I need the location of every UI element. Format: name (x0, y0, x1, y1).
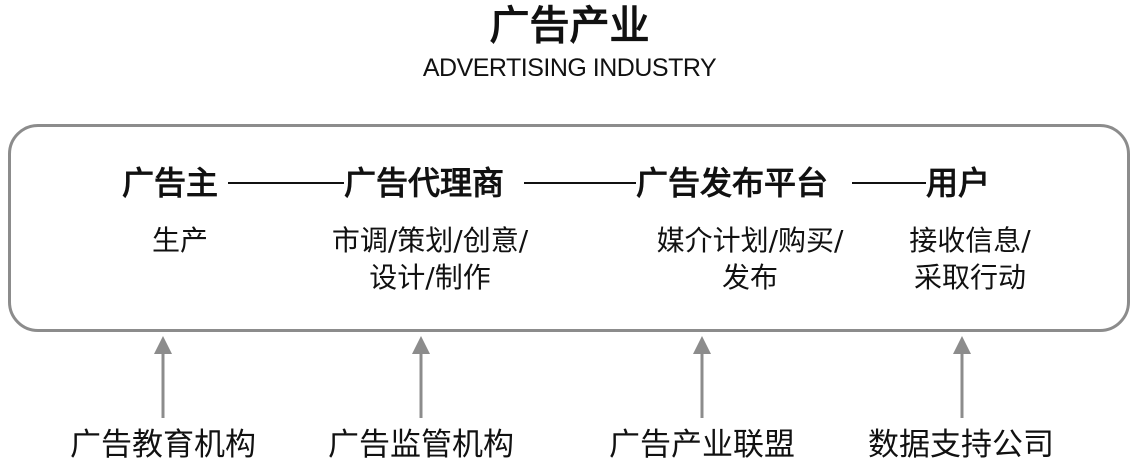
arrow-up-icon (953, 336, 971, 418)
role-user-line2: 采取行动 (913, 261, 1026, 294)
arrow-up-icon (154, 336, 172, 418)
diagram-subtitle: ADVERTISING INDUSTRY (422, 54, 717, 82)
role-platform-line2: 发布 (721, 261, 778, 294)
role-agency-line1: 市调/策划/创意/ (331, 224, 529, 257)
stage-advertiser: 广告主 (122, 164, 219, 202)
support-education: 广告教育机构 (70, 427, 256, 463)
role-agency-line2: 设计/制作 (369, 261, 491, 294)
role-agency: 市调/策划/创意/ 设计/制作 (300, 222, 560, 296)
stage-user: 用户 (926, 164, 991, 202)
diagram-title: 广告产业 (489, 3, 650, 49)
connector-advertiser-agency (228, 182, 344, 184)
arrow-up-icon (412, 336, 430, 418)
arrow-up-icon (693, 336, 711, 418)
role-platform: 媒介计划/购买/ 发布 (620, 222, 880, 296)
support-regulatory: 广告监管机构 (328, 427, 514, 463)
support-data: 数据支持公司 (868, 427, 1054, 463)
role-advertiser: 生产 (110, 222, 250, 259)
connector-agency-platform (524, 182, 636, 184)
connector-platform-user (852, 182, 926, 184)
industry-chain-box (8, 124, 1130, 332)
role-user: 接收信息/ 采取行动 (880, 222, 1060, 296)
stage-platform: 广告发布平台 (636, 164, 829, 202)
role-advertiser-line1: 生产 (151, 224, 208, 257)
role-platform-line1: 媒介计划/购买/ (656, 224, 844, 257)
stage-agency: 广告代理商 (344, 164, 505, 202)
role-user-line1: 接收信息/ (909, 224, 1031, 257)
support-alliance: 广告产业联盟 (609, 427, 795, 463)
